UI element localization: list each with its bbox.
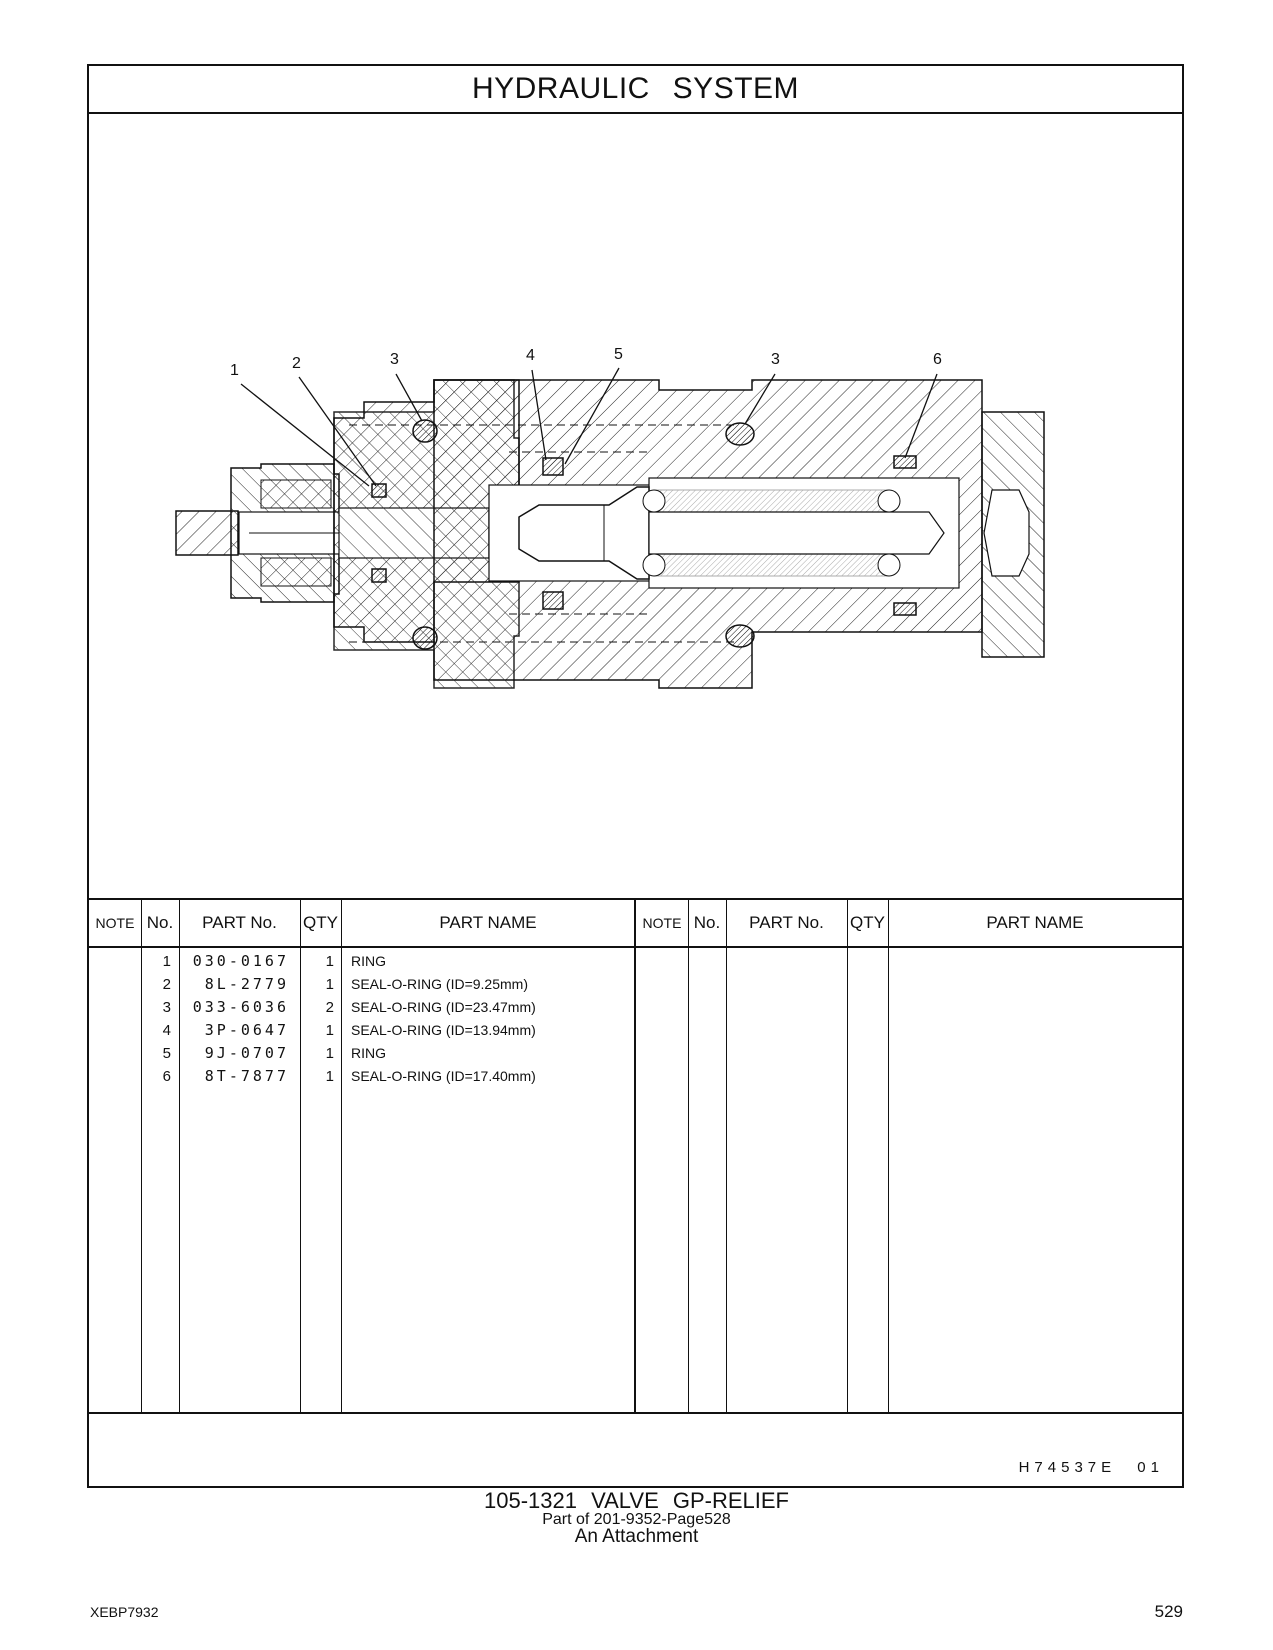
- row-part-no: 9J-0707: [204, 1044, 289, 1062]
- header-part-name-left: PART NAME: [439, 913, 537, 932]
- row-no: 4: [162, 1022, 171, 1039]
- caption-attachment: An Attachment: [574, 1526, 699, 1547]
- document-id: XEBP7932: [90, 1604, 159, 1620]
- table-row: 5 9J-0707 1 RING: [89, 1042, 635, 1065]
- header-part-no-left: PART No.: [202, 913, 277, 932]
- page-number: 529: [1154, 1602, 1183, 1621]
- row-part-no: 8L-2779: [204, 975, 289, 993]
- header-part-no-right: PART No.: [749, 913, 824, 932]
- row-qty: 1: [325, 1022, 334, 1039]
- row-qty: 1: [325, 976, 334, 993]
- row-part-no: 030-0167: [192, 952, 289, 970]
- drawing-footer: H74537E 01: [89, 1412, 1182, 1488]
- callout-3-right: 3: [771, 351, 780, 368]
- callout-6: 6: [933, 351, 942, 368]
- column-divider: [179, 900, 180, 1414]
- row-part-no: 3P-0647: [204, 1021, 289, 1039]
- column-divider: [888, 900, 889, 1414]
- row-part-no: 033-6036: [192, 998, 289, 1016]
- drawing-code: H74537E 01: [1018, 1459, 1164, 1476]
- page-frame: HYDRAULIC SYSTEM: [87, 64, 1184, 1488]
- header-no-left: No.: [146, 913, 174, 932]
- column-divider: [726, 900, 727, 1414]
- header-qty-left: QTY: [303, 913, 338, 932]
- table-row: 4 3P-0647 1 SEAL-O-RING (ID=13.94mm): [89, 1019, 635, 1042]
- column-divider: [300, 900, 301, 1414]
- column-divider: [141, 900, 142, 1414]
- caption-subtitle: Part of 201-9352-Page528: [542, 1511, 731, 1528]
- column-divider: [688, 900, 689, 1414]
- row-part-name: SEAL-O-RING (ID=9.25mm): [351, 976, 528, 992]
- outer-cap-left: [333, 379, 520, 689]
- page-title: HYDRAULIC SYSTEM: [89, 66, 1182, 114]
- parts-table: NOTE No. PART No. QTY PART NAME NOTE No.…: [89, 898, 1182, 1414]
- row-qty: 1: [325, 1068, 334, 1085]
- row-part-no: 8T-7877: [204, 1067, 289, 1085]
- row-part-name: SEAL-O-RING (ID=23.47mm): [351, 999, 536, 1015]
- header-part-name-right: PART NAME: [986, 913, 1084, 932]
- row-no: 3: [162, 999, 171, 1016]
- caption-title: 105-1321 VALVE GP-RELIEF: [484, 1488, 789, 1513]
- table-row: 2 8L-2779 1 SEAL-O-RING (ID=9.25mm): [89, 973, 635, 996]
- row-no: 2: [162, 976, 171, 993]
- callout-2: 2: [292, 355, 301, 372]
- relief-valve-diagram: 1 2 3 4 5 3 6: [175, 346, 1045, 689]
- row-part-name: RING: [351, 953, 386, 969]
- callout-4: 4: [526, 347, 535, 364]
- row-part-name: RING: [351, 1045, 386, 1061]
- table-row: 1 030-0167 1 RING: [89, 950, 635, 973]
- callout-5: 5: [614, 346, 623, 363]
- row-qty: 1: [325, 953, 334, 970]
- callout-1: 1: [230, 362, 239, 379]
- row-part-name: SEAL-O-RING (ID=17.40mm): [351, 1068, 536, 1084]
- row-part-name: SEAL-O-RING (ID=13.94mm): [351, 1022, 536, 1038]
- row-qty: 2: [325, 999, 334, 1016]
- table-row: 6 8T-7877 1 SEAL-O-RING (ID=17.40mm): [89, 1065, 635, 1088]
- spring: [642, 489, 901, 577]
- header-qty-right: QTY: [850, 913, 885, 932]
- column-divider: [847, 900, 848, 1414]
- table-row: 3 033-6036 2 SEAL-O-RING (ID=23.47mm): [89, 996, 635, 1019]
- o-ring-seals: [371, 419, 917, 650]
- row-no: 6: [162, 1068, 171, 1085]
- row-qty: 1: [325, 1045, 334, 1062]
- column-divider-center: [634, 900, 636, 1414]
- callout-3-left: 3: [390, 351, 399, 368]
- header-note-right: NOTE: [642, 915, 682, 931]
- row-no: 5: [162, 1045, 171, 1062]
- column-divider: [341, 900, 342, 1414]
- poppet: [518, 486, 650, 580]
- valve-stem: [175, 510, 239, 556]
- header-note-left: NOTE: [95, 915, 135, 931]
- row-no: 1: [162, 953, 171, 970]
- figure-caption: 105-1321 VALVE GP-RELIEF Part of 201-935…: [0, 1488, 1273, 1547]
- header-no-right: No.: [693, 913, 721, 932]
